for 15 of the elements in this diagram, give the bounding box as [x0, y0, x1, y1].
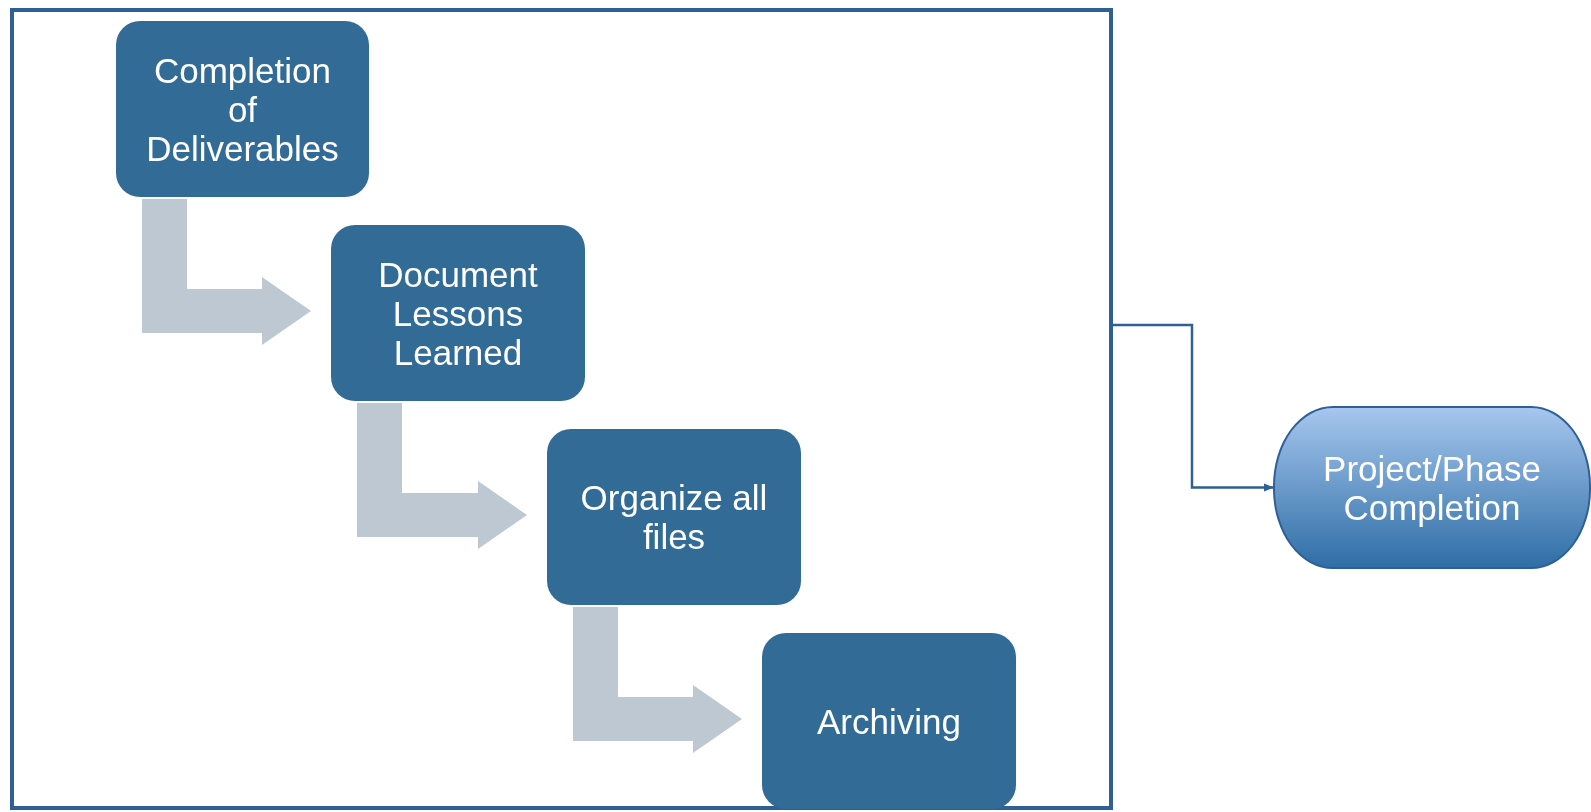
- process-box: [762, 633, 1016, 809]
- connector-arrow: [1113, 323, 1274, 492]
- step-label: Completion of Deliverables: [145, 50, 340, 168]
- bent-arrow: [142, 199, 311, 345]
- process-box: [116, 21, 369, 197]
- group-frame: [10, 8, 1113, 810]
- process-box: [547, 429, 801, 605]
- process-box: [331, 225, 585, 401]
- bent-arrow: [573, 607, 742, 753]
- rounded-capsule: [1273, 406, 1591, 569]
- step-label: Organize all files: [579, 478, 769, 556]
- bent-arrow: [357, 403, 527, 549]
- step-label: Document Lessons Learned: [377, 254, 539, 372]
- step-label: Archiving: [817, 701, 961, 741]
- step-label: Project/Phase Completion: [1322, 448, 1542, 527]
